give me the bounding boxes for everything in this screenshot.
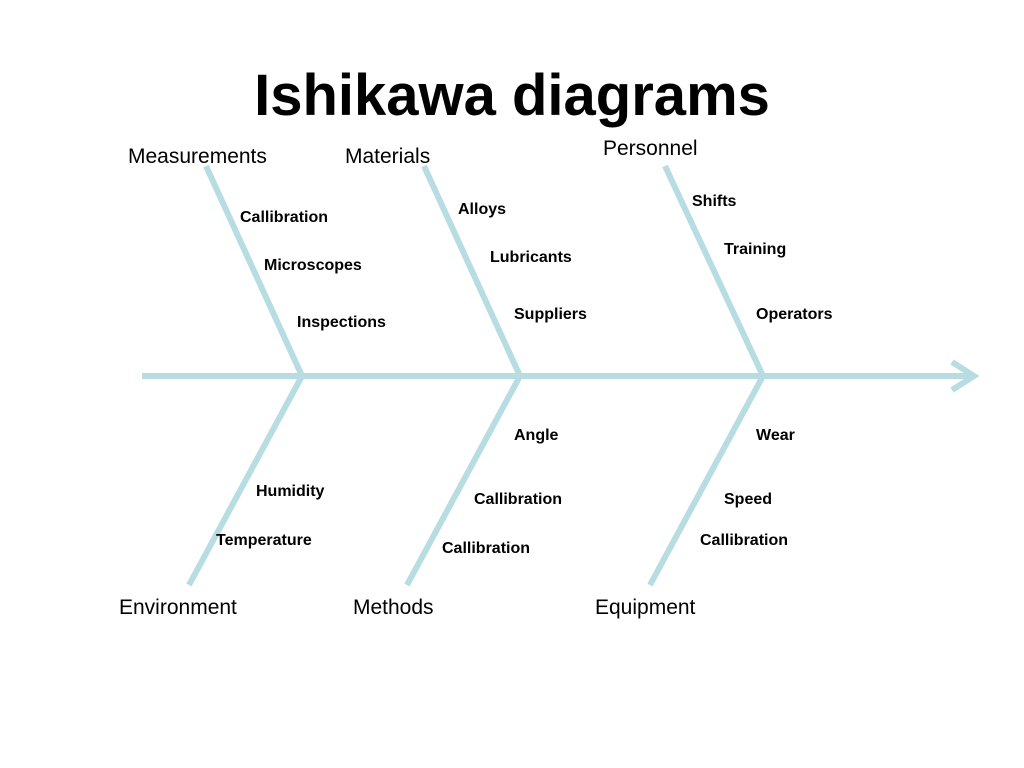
cause-methods-1: Angle [514, 427, 559, 444]
category-materials: Materials [345, 145, 430, 168]
cause-materials-1: Alloys [458, 201, 506, 218]
cause-methods-2: Callibration [474, 491, 562, 508]
cause-materials-3: Suppliers [514, 306, 587, 323]
cause-equipment-2: Speed [724, 491, 772, 508]
cause-environment-1: Humidity [256, 483, 325, 500]
cause-materials-2: Lubricants [490, 249, 572, 266]
category-methods: Methods [353, 596, 434, 619]
bone-equipment [647, 374, 766, 587]
bone-environment [186, 374, 305, 587]
category-equipment: Equipment [595, 596, 696, 619]
category-measurements: Measurements [128, 145, 267, 168]
spine-arrowhead [950, 359, 980, 393]
cause-measurements-2: Microscopes [264, 257, 362, 274]
cause-personnel-1: Shifts [692, 193, 737, 210]
cause-measurements-3: Inspections [297, 314, 386, 331]
category-environment: Environment [119, 596, 237, 619]
cause-equipment-1: Wear [756, 427, 795, 444]
cause-measurements-1: Callibration [240, 209, 328, 226]
cause-environment-2: Temperature [216, 532, 312, 549]
category-personnel: Personnel [603, 137, 698, 160]
cause-personnel-2: Training [724, 241, 786, 258]
bone-methods [404, 374, 523, 587]
bone-measurements [203, 164, 305, 378]
bone-personnel [662, 164, 766, 378]
cause-personnel-3: Operators [756, 306, 833, 323]
slide-title: Ishikawa diagrams [254, 63, 770, 128]
cause-methods-3: Callibration [442, 540, 530, 557]
bone-materials [421, 164, 523, 378]
cause-equipment-3: Callibration [700, 532, 788, 549]
